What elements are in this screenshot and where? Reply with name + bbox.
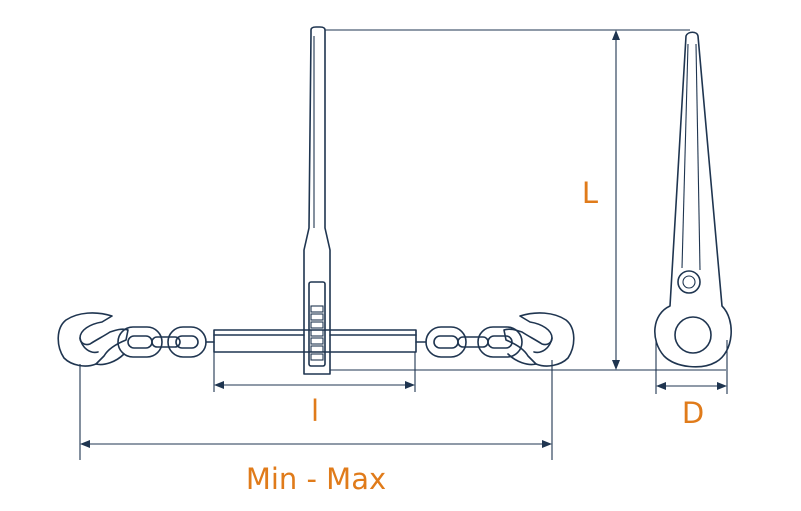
ratchet-lever (303, 26, 331, 375)
body-tube (213, 329, 417, 353)
dimension-D (655, 340, 728, 394)
dimension-min-max (79, 360, 553, 460)
label-small-length: l (311, 394, 319, 428)
dimension-l (213, 352, 416, 392)
side-view (654, 31, 732, 368)
label-diameter: D (682, 396, 704, 430)
label-length: L (582, 176, 598, 210)
front-view (57, 26, 575, 375)
right-hook (503, 312, 575, 367)
right-chain (415, 326, 523, 358)
left-chain (117, 326, 215, 358)
left-hook (57, 312, 129, 367)
label-min-max: Min - Max (246, 462, 386, 496)
dimension-L (325, 29, 726, 371)
